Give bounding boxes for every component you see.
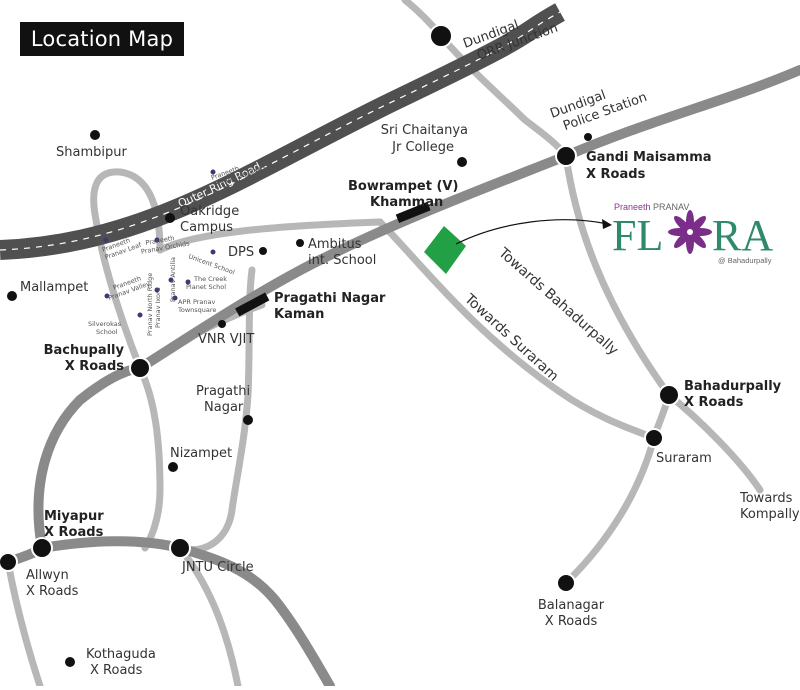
- label-pranav-orchids: PraneethPranav Orchids: [139, 231, 191, 255]
- junctions: [0, 24, 680, 593]
- flower-icon: [668, 210, 712, 254]
- dot-ixora: [154, 287, 160, 293]
- road-pragathi: [176, 266, 256, 554]
- dot-vnr: [218, 320, 226, 328]
- page-title: Location Map: [20, 22, 184, 56]
- bowrampet-khamman-marker: [395, 201, 431, 224]
- brand-name-left: FL: [612, 211, 663, 260]
- site-arrow: [455, 219, 609, 245]
- junction-bahadurpally: [658, 384, 680, 406]
- dot-apr: [172, 295, 178, 301]
- junction-bachupally: [129, 357, 151, 379]
- towards-suraram-label: Towards Suraram: [461, 290, 562, 384]
- label-vnr: VNR VJIT: [198, 332, 254, 347]
- junction-miyapur: [31, 537, 53, 559]
- landmark-dots: [7, 130, 592, 667]
- dot-dps: [259, 247, 267, 255]
- dot-shambipur: [90, 130, 100, 140]
- flora-brand-logo: Praneeth PRANAV FL RA @ Bahadurpally: [612, 202, 773, 265]
- project-site-marker: [424, 226, 466, 274]
- road-kompally: [665, 391, 764, 494]
- dot-ambitus: [296, 239, 304, 247]
- label-bowrampet: Bowrampet (V)Khamman: [348, 179, 458, 210]
- brand-tagline: @ Bahadurpally: [718, 256, 772, 265]
- dot-creek: [185, 279, 191, 285]
- pragathi-nagar-kaman-marker: [235, 292, 270, 317]
- label-shambipur: Shambipur: [56, 145, 127, 160]
- road-miyapur-jntu: [3, 536, 335, 690]
- dot-pragathi-nagar: [243, 415, 253, 425]
- junction-allwyn: [0, 552, 18, 572]
- brand-name-right: RA: [712, 211, 773, 260]
- project-dots: [103, 169, 216, 318]
- dot-pranav-meadows: [210, 169, 216, 175]
- dot-pranav-leaf: [103, 237, 109, 243]
- road-gandi-bahadurpally: [562, 152, 673, 399]
- site-arrow-head: [602, 219, 612, 229]
- junction-balanagar: [556, 573, 576, 593]
- label-jntu: JNTU Circle: [181, 560, 254, 575]
- dot-sri-chaitanya: [457, 157, 467, 167]
- junction-jntu: [169, 537, 191, 559]
- dot-pranav-valley: [104, 293, 110, 299]
- dot-nizampet: [168, 462, 178, 472]
- label-suraram: Suraram: [656, 451, 712, 466]
- brand-prefix: Praneeth PRANAV: [614, 202, 689, 212]
- road-jntu-south: [176, 544, 242, 690]
- label-pranav-north-ridge: Pranav North Ridge: [146, 273, 154, 336]
- junction-suraram: [644, 428, 664, 448]
- dot-pranav-orchids: [154, 237, 160, 243]
- dot-kothaguda: [65, 657, 75, 667]
- label-mallampet: Mallampet: [20, 280, 88, 295]
- dot-silverokas: [137, 312, 143, 318]
- label-dps: DPS: [228, 245, 254, 260]
- label-pranav-antilia: Pranav Antilia: [169, 257, 177, 302]
- junction-dundigal-orr: [429, 24, 453, 48]
- road-suraram-balanagar: [562, 434, 658, 587]
- dot-dundigal-ps: [584, 133, 592, 141]
- road-shambipur-loop: [90, 168, 164, 552]
- dot-unicent: [210, 249, 216, 255]
- label-nizampet: Nizampet: [170, 446, 232, 461]
- road-nh44-main: [33, 65, 800, 553]
- road-suraram: [376, 218, 658, 442]
- dot-mallampet: [7, 291, 17, 301]
- road-miyapur-allwyn: [4, 558, 44, 690]
- road-ambitus: [156, 218, 384, 254]
- dot-antilia: [168, 277, 174, 283]
- junction-gandi-maisamma: [555, 145, 577, 167]
- label-pranav-ixora: Pranav Ixora: [154, 287, 162, 328]
- dot-oakridge: [165, 213, 175, 223]
